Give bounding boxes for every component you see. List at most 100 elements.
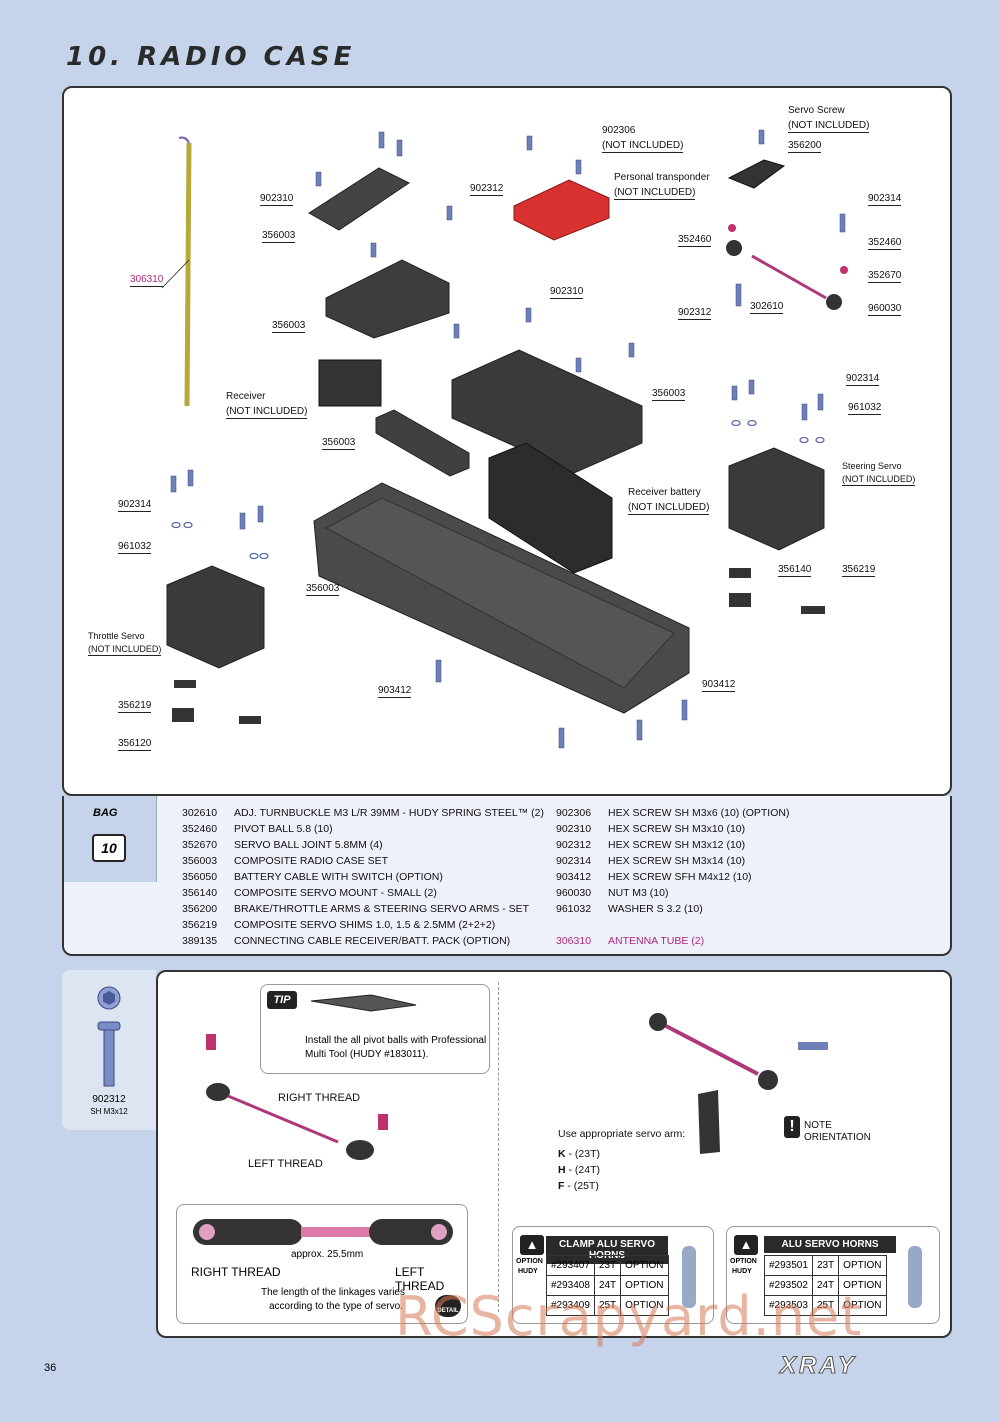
label-902310-top: 902310 [260, 193, 294, 206]
label-servo-screw: Servo Screw [788, 105, 845, 116]
label-356003-c: 356003 [652, 388, 686, 401]
option-label-left: OPTION [516, 1258, 543, 1265]
linkage-assembly [206, 1034, 388, 1160]
label-356003-b: 356003 [272, 320, 306, 333]
label-receiver-battery: Receiver battery [628, 487, 701, 498]
page-number: 36 [44, 1362, 57, 1374]
label-902306: 902306 [602, 125, 636, 136]
screw-icon [97, 986, 121, 1087]
option-thumb-icon-left: ▲ [520, 1235, 544, 1255]
label-902306-not-included: (NOT INCLUDED) [602, 140, 684, 153]
detail-right-thread: RIGHT THREAD [191, 1265, 281, 1279]
label-352460-b: 352460 [868, 237, 902, 250]
label-356003-d: 356003 [322, 437, 356, 450]
label-903412-right: 903412 [702, 679, 736, 692]
side-screw-panel: 902312 SH M3x12 [62, 970, 156, 1130]
label-302610: 302610 [750, 301, 784, 314]
label-personal-transponder: Personal transponder [614, 172, 710, 183]
orientation-label: ORIENTATION [804, 1132, 871, 1143]
parts-row [556, 917, 789, 933]
option-thumb-icon-right: ▲ [734, 1235, 758, 1255]
label-356140: 356140 [778, 564, 812, 577]
label-902312-top: 902312 [470, 183, 504, 196]
right-thread-label: RIGHT THREAD [278, 1092, 361, 1104]
label-902312-right: 902312 [678, 307, 712, 320]
servo-arm-k: K - (23T) [558, 1148, 601, 1160]
label-receiver: Receiver [226, 391, 266, 402]
label-902314-top: 902314 [868, 193, 902, 206]
label-961032-right: 961032 [848, 402, 882, 415]
servo-arm-h: H - (24T) [558, 1164, 601, 1176]
watermark: RCScrapyard.net [395, 1285, 863, 1348]
servo-horn-image-right [908, 1246, 922, 1308]
tip-badge: TIP [267, 991, 297, 1009]
servo-horn-image-left [682, 1246, 696, 1308]
tip-box: TIP Install the all pivot balls with Pro… [260, 984, 490, 1074]
multi-tool-icon [311, 994, 417, 1012]
label-306310: 306310 [130, 274, 164, 287]
label-356200: 356200 [788, 140, 822, 153]
left-thread-label: LEFT THREAD [248, 1158, 323, 1170]
tip-text-2: Multi Tool (HUDY #183011). [305, 1049, 429, 1060]
label-961032-left: 961032 [118, 541, 152, 554]
label-960030: 960030 [868, 303, 902, 316]
label-902314-left: 902314 [118, 499, 152, 512]
note-icon: ! [784, 1116, 800, 1138]
option-title-right: ALU SERVO HORNS [764, 1236, 896, 1253]
label-356003-a: 356003 [262, 230, 296, 243]
label-servo-screw-not-included: (NOT INCLUDED) [788, 120, 870, 133]
linkage-detail [193, 1219, 453, 1245]
bag-label: BAG [93, 807, 118, 819]
label-902310-mid: 902310 [550, 286, 584, 299]
label-steering-servo: Steering Servo [842, 461, 902, 471]
side-screw-size: SH M3x12 [90, 1107, 128, 1116]
label-902314-right: 902314 [846, 373, 880, 386]
detail-note-1: The length of the linkages varies [261, 1287, 405, 1298]
detail-box: approx. 25.5mm RIGHT THREAD LEFT THREAD … [176, 1204, 468, 1324]
brand-logo: XRAY [780, 1352, 857, 1380]
approx-length: approx. 25.5mm [291, 1249, 364, 1260]
detail-note-2: according to the type of servo. [269, 1301, 403, 1312]
label-356219-right: 356219 [842, 564, 876, 577]
label-throttle-servo: Throttle Servo [88, 631, 145, 641]
label-transponder-not-included: (NOT INCLUDED) [614, 187, 696, 200]
label-352670: 352670 [868, 270, 902, 283]
bag-number: 10 [92, 834, 126, 862]
label-throttle-servo-not-included: (NOT INCLUDED) [88, 644, 162, 656]
label-356003-e: 356003 [306, 583, 340, 596]
detail-badge: DETAIL [435, 1295, 461, 1317]
tip-text-1: Install the all pivot balls with Profess… [305, 1035, 487, 1046]
label-steering-servo-not-included: (NOT INCLUDED) [842, 474, 916, 486]
label-356120: 356120 [118, 738, 152, 751]
servo-arm-title: Use appropriate servo arm: [558, 1128, 686, 1140]
label-903412-left: 903412 [378, 685, 412, 698]
exploded-diagram [161, 129, 848, 749]
label-receiver-battery-not-included: (NOT INCLUDED) [628, 502, 710, 515]
option-brand-left: HUDY [518, 1268, 538, 1275]
servo-arm-assembly [649, 1013, 828, 1154]
